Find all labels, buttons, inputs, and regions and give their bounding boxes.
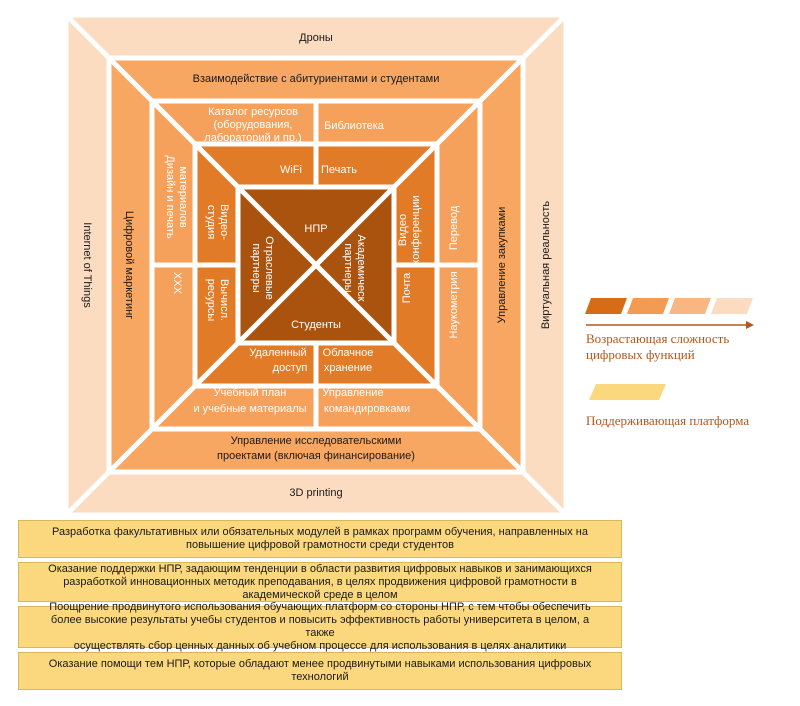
diagram-grid — [63, 12, 569, 518]
ring4-remote-line1: Удаленный — [249, 347, 306, 359]
ring3-xxx-label: XXX — [171, 272, 183, 295]
ring4-cloud-line1: Облачное — [323, 347, 374, 359]
ring3-design-line2: материалов — [177, 166, 189, 228]
legend-swatch-4 — [711, 298, 753, 314]
legend-complexity-swatches — [585, 298, 753, 314]
ring4-wifi-label: WiFi — [280, 164, 302, 176]
ring3-trips-line1: Управление — [322, 387, 383, 399]
platform-bar-line: академической среде в целом — [242, 588, 398, 601]
ring4-videoconf-line2: конференции — [410, 195, 422, 264]
ring4-video-studio-line1: Видео- — [218, 204, 230, 240]
ring2-right-label: Управление закупками — [496, 207, 508, 324]
platform-bar-staff-support: Оказание поддержки НПР, задающим тенденц… — [18, 562, 622, 602]
ring3-library-label: Библиотека — [324, 120, 385, 132]
ring2-left-label: Цифровой маркетинг — [123, 211, 135, 319]
ring4-videoconf-line1: Видео — [397, 214, 409, 246]
ring3-catalog-line2: (оборудования, — [214, 119, 293, 131]
platform-bar-line: технологий — [291, 671, 349, 683]
ring4-cloud-line2: хранение — [324, 362, 372, 374]
ring2-top-label: Взаимодействие с абитуриентами и студент… — [193, 73, 440, 85]
platform-bar-advanced-use: Поощрение продвинутого использования обу… — [18, 601, 622, 652]
ring4-print-label: Печать — [321, 164, 357, 176]
digital-functions-diagram: Дроны 3D printing Internet of Things Вир… — [63, 12, 754, 518]
platform-bar-line: более высокие результаты учебы студентов… — [50, 614, 590, 639]
legend-swatch-2 — [627, 298, 669, 314]
outer-right-label: Виртуальная реальность — [540, 201, 552, 330]
platform-bar-line: повышение цифровой грамотности среди сту… — [186, 539, 454, 551]
ring3-scientometrics-label: Наукометрия — [448, 271, 460, 338]
outer-top-label: Дроны — [299, 32, 333, 44]
platform-bar-basic-help: Оказание помощи тем НПР, которые обладаю… — [18, 652, 622, 690]
platform-bar-line: Разработка факультативных или обязательн… — [52, 526, 588, 538]
legend-swatch-1 — [585, 298, 627, 314]
ring2-bottom-label-line1: Управление исследовательскими — [231, 435, 402, 447]
ring3-curriculum-line2: и учебные материалы — [193, 403, 306, 415]
outer-bottom-label: 3D printing — [289, 487, 342, 499]
platform-bar-line: Поощрение продвинутого использования обу… — [49, 601, 591, 613]
platform-bar-line: осуществлять сбор ценных данных об учебн… — [73, 640, 567, 652]
legend-complexity-line2: цифровых функций — [586, 347, 695, 362]
legend-platform-swatch — [589, 384, 666, 400]
legend-platform-label: Поддерживающая платформа — [586, 413, 749, 428]
outer-left-label: Internet of Things — [81, 222, 93, 308]
ring3-trips-line2: командировками — [324, 403, 410, 415]
ring2-bottom-label-line2: проектами (включая финансирование) — [217, 450, 415, 462]
ring3-curriculum-line1: Учебный план — [214, 387, 287, 399]
ring4-compute-line2: ресурсы — [205, 279, 217, 322]
core-industry-line1: Отраслевые — [263, 236, 275, 300]
legend-arrow-head — [746, 321, 754, 329]
platform-bar-line: Оказание поддержки НПР, задающим тенденц… — [48, 562, 592, 575]
core-academic-line2: партнеры — [342, 243, 354, 292]
ring3-design-line1: Дизайн и печать — [164, 155, 176, 239]
core-students-label: Студенты — [291, 319, 341, 331]
legend-complexity-line1: Возрастающая сложность — [586, 331, 729, 346]
ring4-video-studio-line2: студия — [205, 205, 217, 239]
ring3-catalog-line1: Каталог ресурсов — [208, 106, 298, 118]
platform-bar-line: разработкой инновационных методик препод… — [63, 575, 577, 588]
platform-bar-line: Оказание помощи тем НПР, которые обладаю… — [48, 658, 592, 670]
ring4-compute-line1: Вычисл. — [218, 279, 230, 321]
platform-bar-students: Разработка факультативных или обязательн… — [18, 520, 622, 558]
ring4-mail-label: Почта — [401, 272, 413, 303]
legend-swatch-3 — [669, 298, 711, 314]
core-staff-label: НПР — [304, 223, 327, 235]
ring3-translation-label: Перевод — [448, 205, 460, 250]
core-academic-line1: Академическ — [355, 235, 367, 302]
core-industry-line2: партнеры — [250, 243, 262, 292]
ring3-catalog-line3: лабораторий и пр.) — [204, 132, 301, 144]
ring4-remote-line2: доступ — [273, 362, 308, 374]
